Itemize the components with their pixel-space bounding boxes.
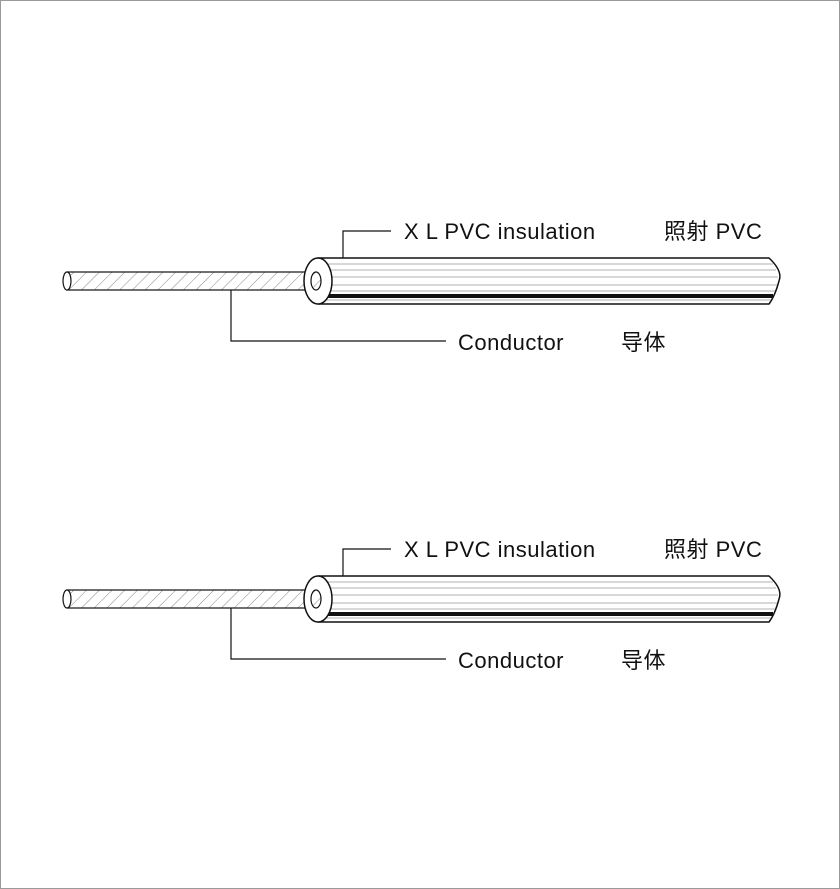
insulation-label-cn: 照射 PVC [664, 219, 762, 244]
cable-diagram-1: X L PVC insulation 照射 PVC Conductor 导体 [62, 219, 781, 355]
cable-diagram-2: X L PVC insulation 照射 PVC Conductor 导体 [62, 537, 781, 673]
insulation-label-cn: 照射 PVC [664, 537, 762, 562]
conductor-label-cn: 导体 [621, 330, 666, 355]
conductor-label: Conductor [458, 648, 564, 673]
insulation-label: X L PVC insulation [404, 537, 596, 562]
cable-drawing [62, 548, 781, 660]
conductor-label-cn: 导体 [621, 648, 666, 673]
conductor-label: Conductor [458, 330, 564, 355]
insulation-label: X L PVC insulation [404, 219, 596, 244]
cable-drawing [62, 230, 781, 342]
